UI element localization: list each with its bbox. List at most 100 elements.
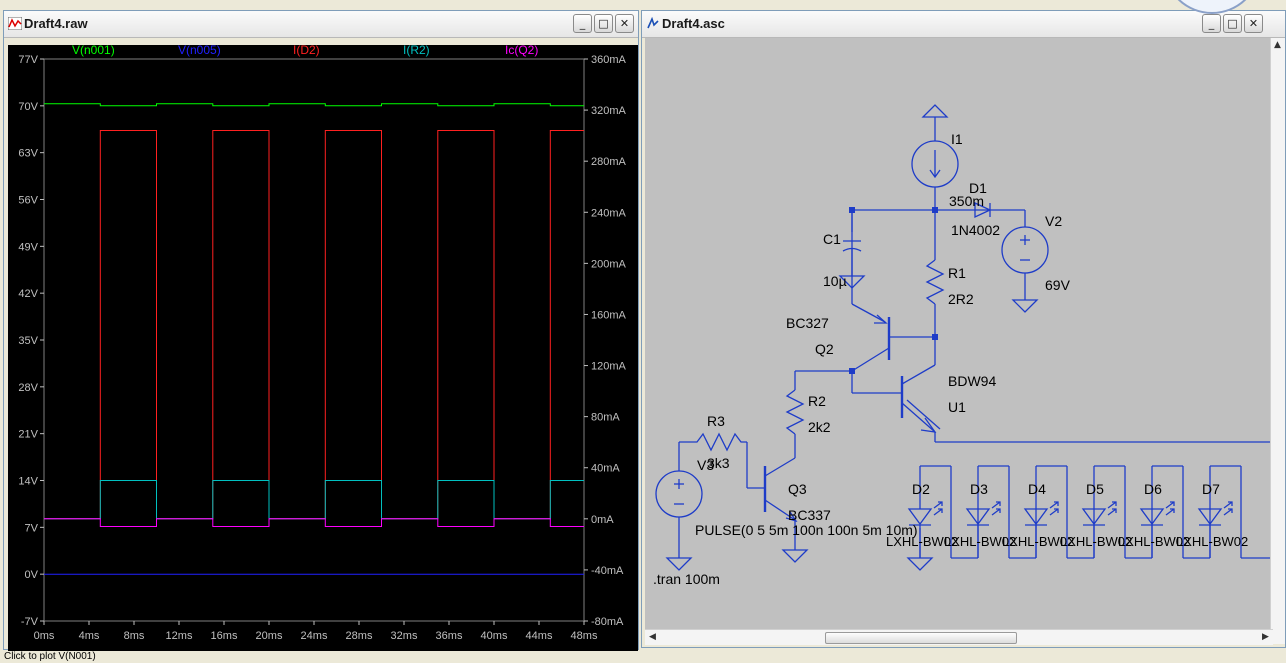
light-arrow-icon (991, 501, 1001, 509)
y-left-tick-label: 63V (18, 148, 38, 160)
led-d4[interactable] (1023, 508, 1049, 526)
x-tick-label: 36ms (436, 630, 463, 642)
label-r3: R3 (707, 413, 725, 429)
minimize-button[interactable]: _ (1202, 14, 1221, 33)
waveform-window-title: Draft4.raw (24, 16, 88, 31)
ground-icon (906, 557, 934, 571)
label-d1: D1 (969, 180, 987, 196)
y-left-tick-label: 77V (18, 54, 38, 66)
x-tick-label: 12ms (166, 630, 193, 642)
resistor-r2[interactable] (785, 389, 805, 435)
label-v3: V3 (697, 457, 714, 473)
label-q2: Q2 (815, 341, 834, 357)
x-tick-label: 16ms (211, 630, 238, 642)
minimize-button[interactable]: _ (573, 14, 592, 33)
x-tick-label: 44ms (526, 630, 553, 642)
led-d7[interactable] (1197, 508, 1223, 526)
label-i1-value: 350m (949, 193, 984, 209)
y-right-tick-label: 40mA (591, 463, 620, 475)
ground-icon (1011, 299, 1039, 313)
y-right-tick-label: 320mA (591, 105, 627, 117)
y-left-tick-label: 56V (18, 195, 38, 207)
light-arrow-icon (1223, 501, 1233, 509)
y-right-tick-label: 120mA (591, 361, 627, 373)
label-r2-value: 2k2 (808, 419, 831, 435)
y-left-tick-label: 0V (25, 569, 39, 581)
x-tick-label: 4ms (79, 630, 100, 642)
label-led-model: LXHL-BW02 (1118, 534, 1190, 549)
schematic-window-title: Draft4.asc (662, 16, 725, 31)
scroll-up-icon[interactable]: ▲ (1274, 40, 1281, 50)
voltage-source-v2[interactable] (1001, 226, 1049, 274)
tran-directive[interactable]: .tran 100m (653, 571, 720, 587)
light-arrow-icon (1165, 501, 1175, 509)
schematic-canvas[interactable]: I1 350m D1 1N4002 V2 69V C1 10µ R1 2R2 B… (645, 38, 1273, 640)
clock-icon: 6 7 5 (1177, 0, 1247, 14)
close-button[interactable]: ✕ (1244, 14, 1263, 33)
waveform-window[interactable]: Draft4.raw _ □ ✕ V(n001) V(n005) I(D2) I(R2… (3, 10, 639, 657)
led-d3[interactable] (965, 508, 991, 526)
voltage-source-v3[interactable] (655, 470, 703, 518)
y-right-tick-label: 240mA (591, 207, 627, 219)
label-d2: D2 (912, 481, 930, 497)
legend-v-n005-[interactable]: V(n005) (178, 45, 221, 57)
legend-i-r2-[interactable]: I(R2) (403, 45, 430, 57)
led-d2[interactable] (907, 508, 933, 526)
resistor-r3[interactable] (679, 432, 747, 452)
y-left-tick-label: 7V (25, 522, 39, 534)
x-tick-label: 32ms (391, 630, 418, 642)
y-right-tick-label: 160mA (591, 309, 627, 321)
waveform-titlebar[interactable]: Draft4.raw _ □ ✕ (4, 11, 638, 38)
series-i-d2 (44, 130, 584, 520)
y-left-tick-label: 21V (18, 429, 38, 441)
y-right-tick-label: 280mA (591, 156, 627, 168)
light-arrow-icon (1049, 501, 1059, 509)
horizontal-scrollbar[interactable]: ◀ ▶ (645, 629, 1273, 645)
x-tick-label: 24ms (301, 630, 328, 642)
maximize-button[interactable]: □ (594, 14, 613, 33)
close-button[interactable]: ✕ (615, 14, 634, 33)
label-led-model: LXHL-BW02 (1060, 534, 1132, 549)
label-d5: D5 (1086, 481, 1104, 497)
y-left-tick-label: 42V (18, 288, 38, 300)
series-ic-q2 (44, 518, 584, 527)
label-v2: V2 (1045, 213, 1062, 229)
maximize-button[interactable]: □ (1223, 14, 1242, 33)
label-led-model: LXHL-BW02 (1176, 534, 1248, 549)
light-arrow-icon (933, 508, 943, 516)
led-d5[interactable] (1081, 508, 1107, 526)
x-tick-label: 20ms (256, 630, 283, 642)
x-tick-label: 28ms (346, 630, 373, 642)
led-d6[interactable] (1139, 508, 1165, 526)
diode-d1[interactable] (974, 201, 992, 219)
label-led-model: LXHL-BW02 (944, 534, 1016, 549)
label-c1-value: 10µ (823, 273, 847, 289)
horizontal-scroll-thumb[interactable] (825, 632, 1017, 644)
waveform-icon (8, 17, 22, 30)
schematic-titlebar[interactable]: Draft4.asc _ □ ✕ (642, 11, 1285, 38)
x-tick-label: 0ms (34, 630, 55, 642)
scroll-left-icon[interactable]: ◀ (649, 632, 656, 642)
scroll-right-icon[interactable]: ▶ (1262, 632, 1269, 642)
legend-v-n001-[interactable]: V(n001) (72, 45, 115, 57)
resistor-r1[interactable] (925, 259, 945, 305)
schematic-drawing[interactable]: I1 350m D1 1N4002 V2 69V C1 10µ R1 2R2 B… (645, 38, 1273, 640)
y-left-tick-label: 35V (18, 335, 38, 347)
label-q3: Q3 (788, 481, 807, 497)
schematic-icon (647, 17, 659, 29)
label-d3: D3 (970, 481, 988, 497)
label-d7: D7 (1202, 481, 1220, 497)
vertical-scrollbar[interactable]: ▲ (1270, 38, 1285, 644)
light-arrow-icon (1049, 508, 1059, 516)
y-right-tick-label: 80mA (591, 412, 620, 424)
label-v3-value: PULSE(0 5 5m 100n 100n 5m 10m) (695, 522, 918, 538)
label-i1: I1 (951, 131, 963, 147)
legend-ic-q2-[interactable]: Ic(Q2) (505, 45, 538, 57)
light-arrow-icon (933, 501, 943, 509)
y-left-tick-label: -7V (21, 616, 39, 628)
light-arrow-icon (1107, 508, 1117, 516)
y-right-tick-label: -80mA (591, 616, 624, 628)
legend-i-d2-[interactable]: I(D2) (293, 45, 320, 57)
schematic-window[interactable]: Draft4.asc _ □ ✕ (641, 10, 1286, 648)
